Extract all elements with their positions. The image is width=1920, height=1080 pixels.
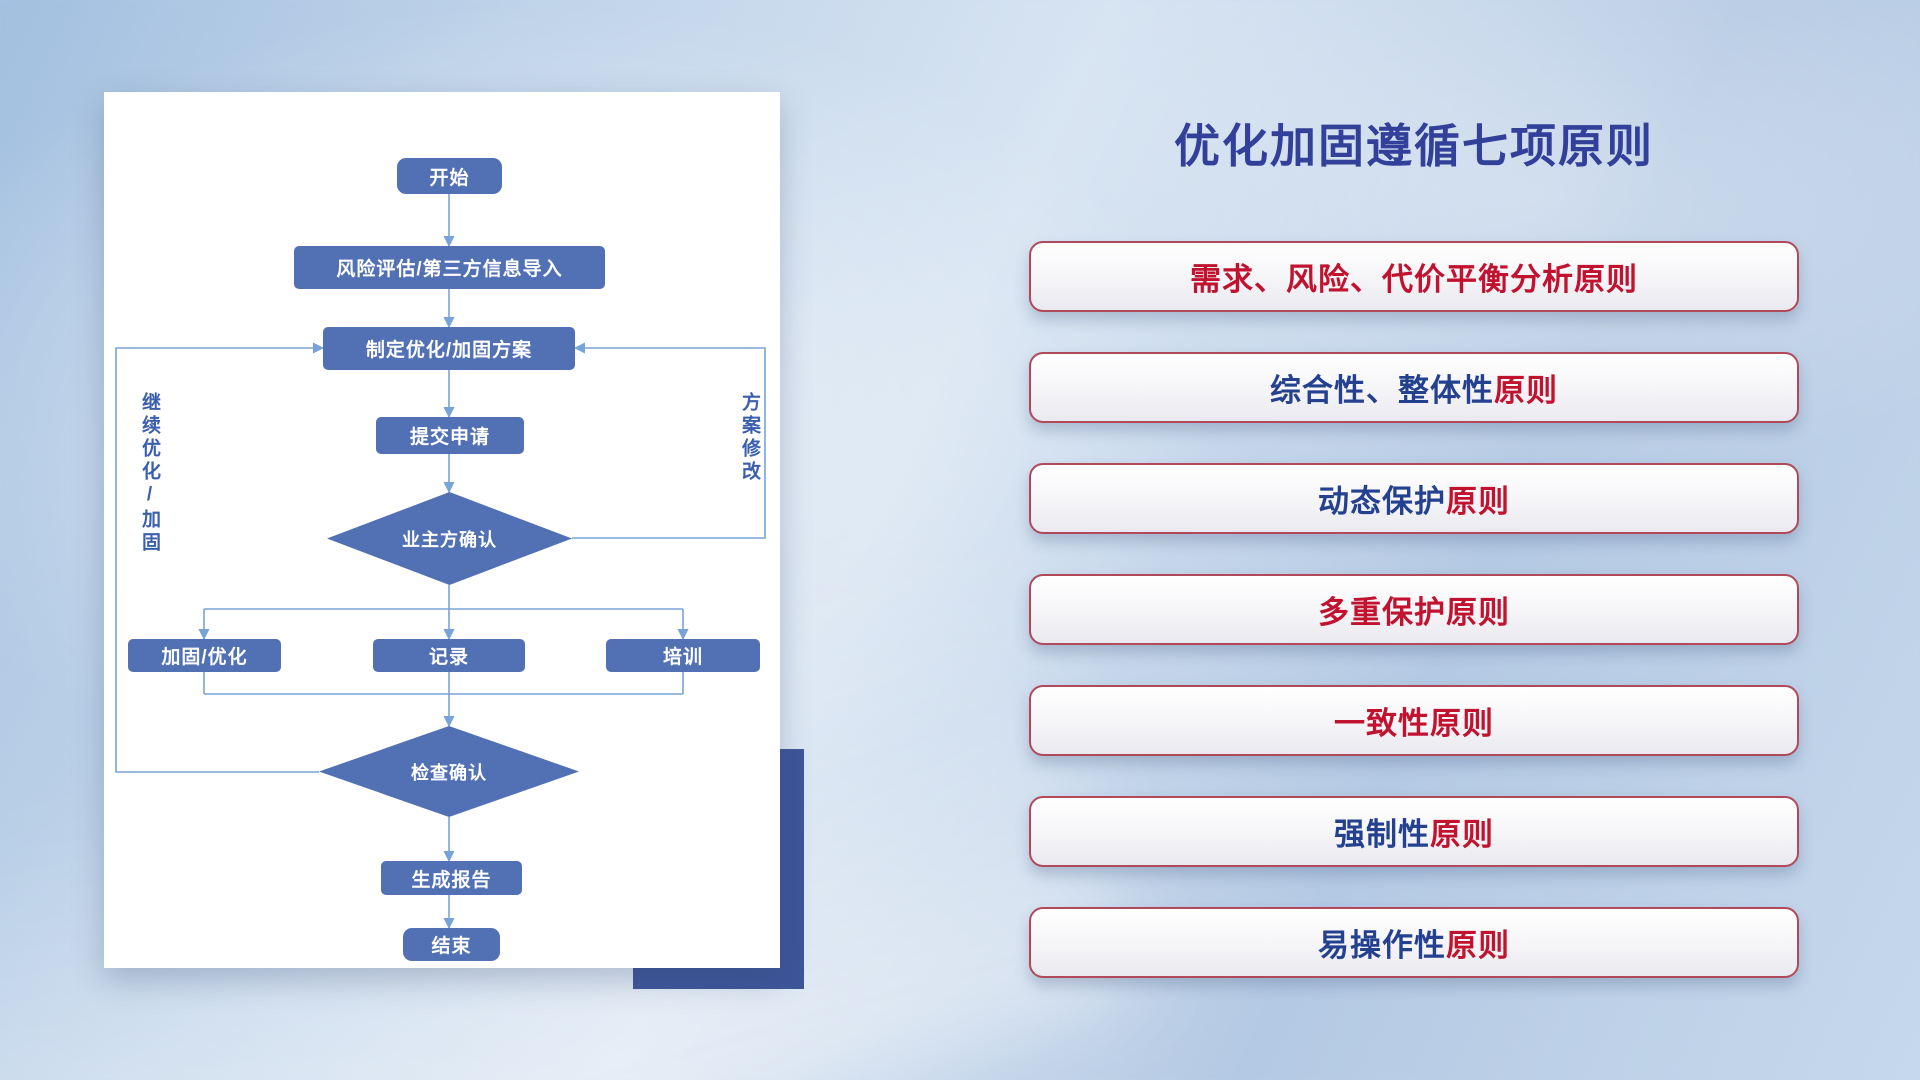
flowchart-card: 开始 风险评估/第三方信息导入 制定优化/加固方案 提交申请 业主方确认 加固/… (104, 92, 780, 968)
principle-box-3: 动态保护原则 (1029, 463, 1799, 534)
slide-title: 优化加固遵循七项原则 (1174, 120, 1654, 172)
flow-label-plan-modify: 方案修改 (739, 392, 760, 484)
flow-label-continue-optimize: 继续优化/加固 (139, 392, 160, 555)
flow-node-end: 结束 (403, 928, 500, 961)
flow-node-record: 记录 (373, 639, 525, 672)
flow-decision-owner-confirm: 业主方确认 (327, 492, 572, 585)
flow-node-training: 培训 (606, 639, 760, 672)
principle-box-5: 一致性原则 (1029, 685, 1799, 756)
principle-text-3: 动态保护原则 (1318, 484, 1510, 519)
flow-node-submit: 提交申请 (376, 417, 524, 454)
principle-box-4: 多重保护原则 (1029, 574, 1799, 645)
principles-list: 需求、风险、代价平衡分析原则 综合性、整体性原则 动态保护原则 多重保护原则 一… (1029, 241, 1799, 978)
principle-text-1: 需求、风险、代价平衡分析原则 (1190, 262, 1638, 297)
principle-text-4: 多重保护原则 (1318, 595, 1510, 630)
principle-text-5: 一致性原则 (1334, 706, 1494, 741)
flow-node-risk-import: 风险评估/第三方信息导入 (294, 246, 605, 289)
principles-panel: 优化加固遵循七项原则 需求、风险、代价平衡分析原则 综合性、整体性原则 动态保护… (1029, 0, 1799, 1080)
principle-box-7: 易操作性原则 (1029, 907, 1799, 978)
principle-box-2: 综合性、整体性原则 (1029, 352, 1799, 423)
principle-text-2: 综合性、整体性原则 (1270, 373, 1558, 408)
principle-box-6: 强制性原则 (1029, 796, 1799, 867)
principle-text-6: 强制性原则 (1334, 817, 1494, 852)
flow-decision-check-confirm: 检查确认 (319, 726, 579, 817)
flow-node-reinforce: 加固/优化 (128, 639, 281, 672)
flow-node-make-plan: 制定优化/加固方案 (323, 327, 575, 370)
flow-node-start: 开始 (397, 158, 502, 194)
flow-node-report: 生成报告 (381, 861, 522, 895)
principle-text-7: 易操作性原则 (1318, 928, 1510, 963)
principle-box-1: 需求、风险、代价平衡分析原则 (1029, 241, 1799, 312)
